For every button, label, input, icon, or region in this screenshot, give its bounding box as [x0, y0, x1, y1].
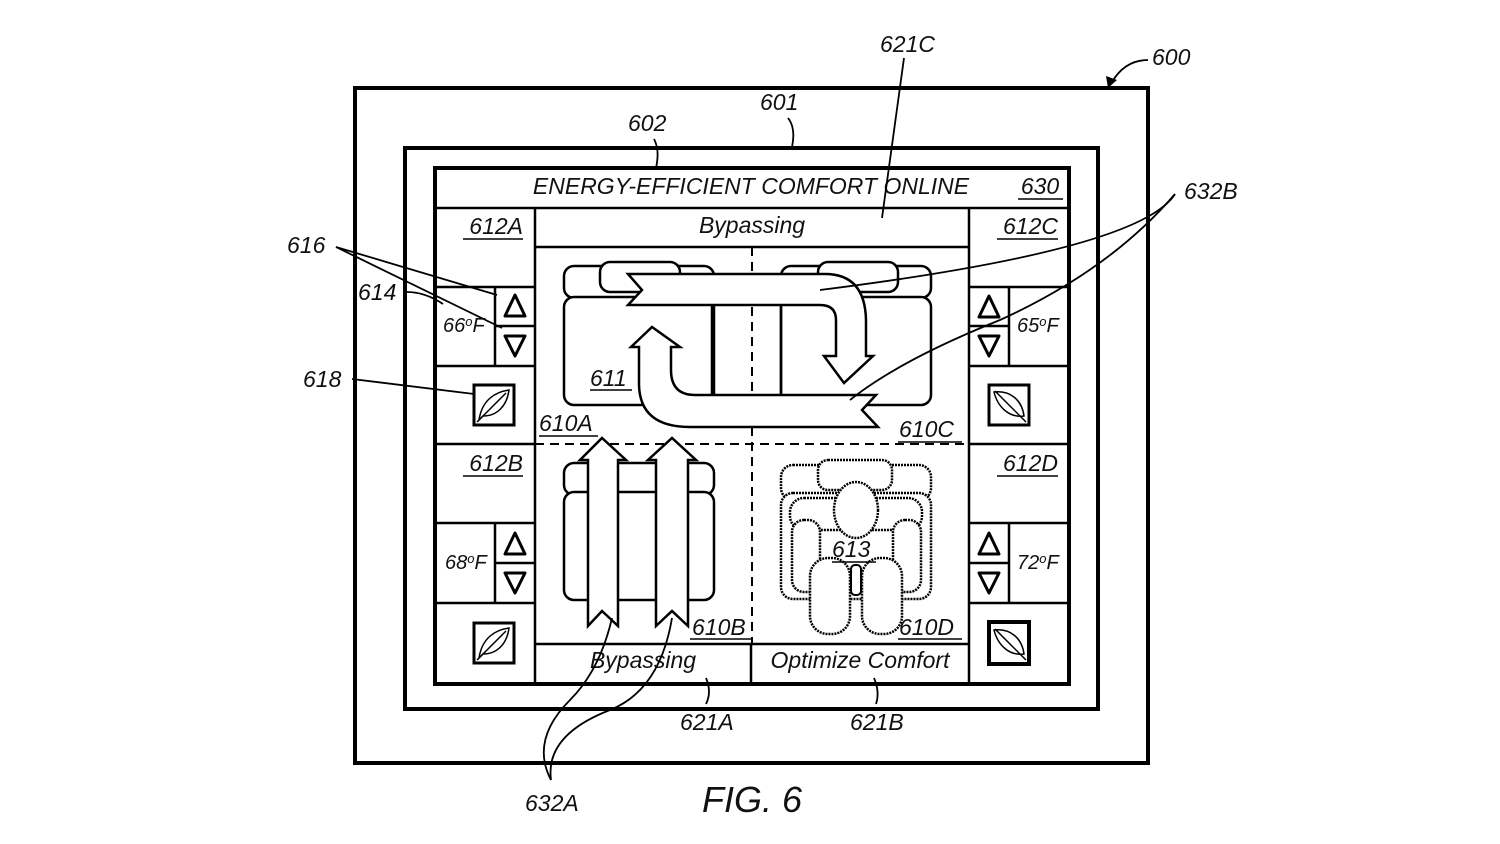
seat-ref-610A: 610A	[539, 410, 593, 436]
status-top: Bypassing	[699, 212, 805, 238]
airflow-arrow-611	[627, 325, 881, 429]
ref-616: 616	[287, 232, 326, 258]
leaf-icon	[993, 390, 1027, 423]
temp-down-button[interactable]	[977, 571, 1001, 595]
airflow-arrow-632B	[625, 272, 877, 385]
temp-down-button[interactable]	[503, 334, 527, 358]
temperature-value: 68oF	[445, 551, 488, 574]
temp-up-button[interactable]	[977, 294, 1001, 319]
ref-632A: 632A	[525, 790, 579, 816]
ref-601: 601	[760, 89, 798, 115]
zone-panel-612A: 612A 66oF	[435, 213, 535, 446]
ref-602: 602	[628, 110, 667, 136]
ref-613: 613	[832, 536, 871, 562]
occupant-613	[788, 480, 924, 636]
temp-up-button[interactable]	[977, 531, 1001, 556]
header-bar: ENERGY-EFFICIENT COMFORT ONLINE 630	[435, 173, 1069, 210]
temperature-value: 66oF	[443, 314, 486, 337]
ref-621B: 621B	[850, 709, 904, 735]
temperature-value: 72oF	[1017, 551, 1060, 574]
ref-614: 614	[358, 279, 396, 305]
temp-down-button[interactable]	[977, 334, 1001, 358]
zone-label: 612C	[1003, 213, 1058, 239]
eco-button[interactable]	[987, 620, 1031, 666]
header-ref: 630	[1021, 173, 1060, 199]
ref-632B: 632B	[1184, 178, 1238, 204]
figure-caption: FIG. 6	[702, 779, 803, 820]
eco-button[interactable]	[472, 383, 516, 427]
seat-ref-610C: 610C	[899, 416, 954, 442]
status-bottom-left: Bypassing	[590, 647, 696, 673]
zone-panel-612D: 612D 72oF	[969, 450, 1069, 666]
zone-label: 612A	[469, 213, 523, 239]
leaf-icon	[476, 389, 510, 423]
airflow-arrows-632A	[576, 436, 700, 630]
seat-ref-610B: 610B	[692, 614, 746, 640]
ref-600: 600	[1152, 44, 1191, 70]
zone-label: 612B	[469, 450, 523, 476]
device-frame	[353, 86, 1150, 765]
seat-610B	[562, 461, 716, 602]
temperature-display: 66oF	[443, 314, 486, 337]
zone-panel-612B: 612B 68oF	[435, 450, 535, 665]
temp-up-button[interactable]	[503, 531, 527, 556]
status-bottom-right: Optimize Comfort	[771, 647, 952, 673]
temp-up-button[interactable]	[503, 293, 527, 318]
leaf-icon	[476, 627, 510, 661]
seat-ref-610D: 610D	[899, 614, 954, 640]
temp-down-button[interactable]	[503, 571, 527, 595]
ref-611: 611	[590, 365, 627, 391]
header-title: ENERGY-EFFICIENT COMFORT ONLINE	[533, 173, 970, 199]
leaf-icon	[993, 628, 1027, 661]
temperature-value: 65oF	[1017, 314, 1060, 337]
ref-621A: 621A	[680, 709, 734, 735]
display-frame	[403, 146, 1100, 711]
zone-label: 612D	[1003, 450, 1058, 476]
ref-618: 618	[303, 366, 342, 392]
ref-621C: 621C	[880, 31, 935, 57]
eco-button[interactable]	[987, 383, 1031, 427]
eco-button[interactable]	[472, 621, 516, 665]
zone-panel-612C: 612C 65oF	[969, 213, 1069, 446]
